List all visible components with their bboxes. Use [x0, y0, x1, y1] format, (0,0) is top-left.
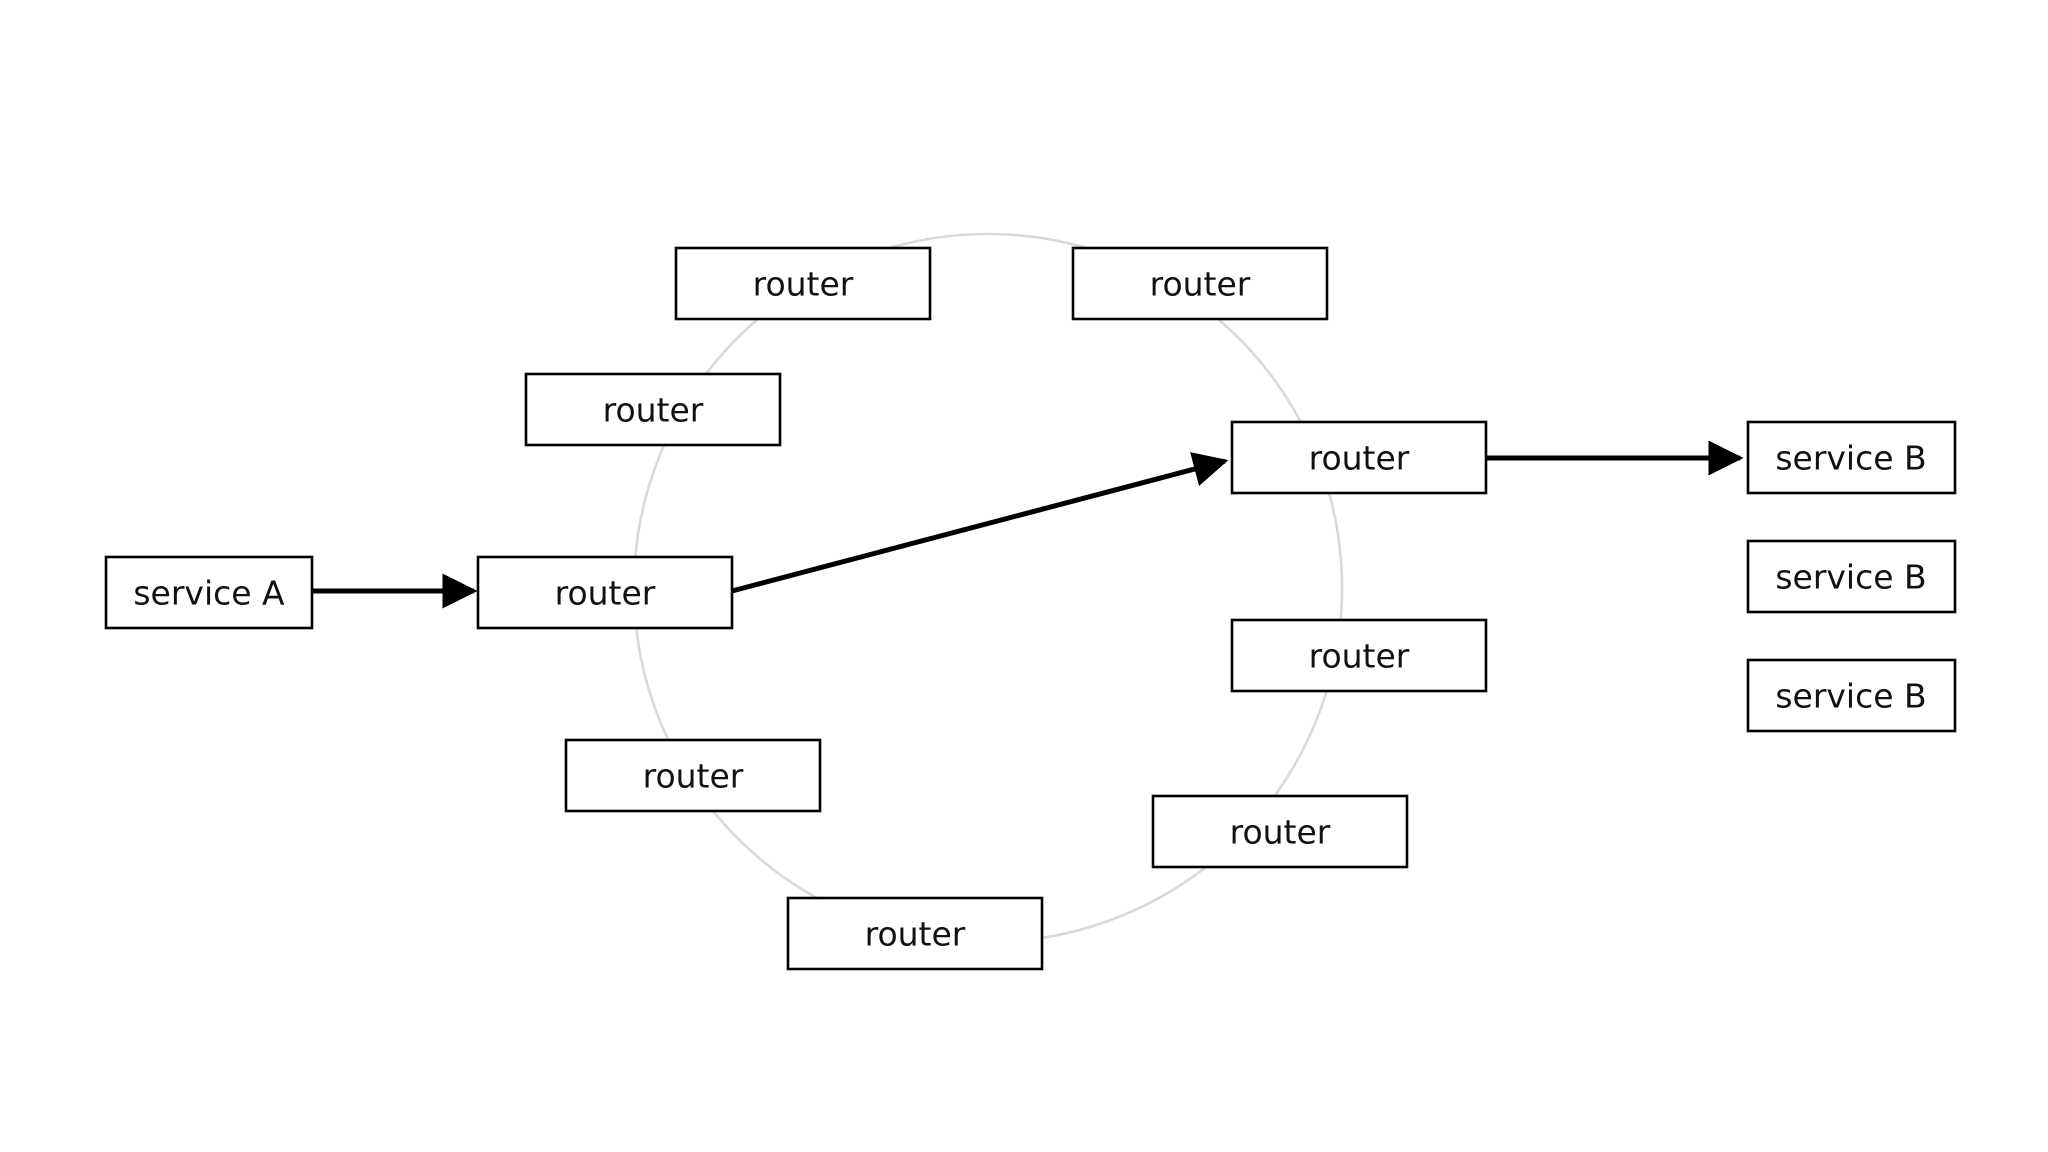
node-label: router	[643, 757, 744, 796]
node-label: router	[1309, 637, 1410, 676]
node-router-top-right: router	[1071, 246, 1329, 321]
node-router-mid-right: router	[1230, 618, 1488, 693]
node-router-exit: router	[1230, 420, 1488, 495]
node-router-top-left: router	[674, 246, 932, 321]
node-label: service B	[1775, 558, 1926, 597]
node-router-lower-left: router	[564, 738, 822, 813]
node-label: router	[1150, 265, 1251, 304]
node-router-entry: router	[476, 555, 734, 630]
node-service-b-3: service B	[1746, 658, 1957, 733]
nodes-layer: service A router router router router ro…	[104, 246, 1957, 971]
node-label: router	[555, 574, 656, 613]
node-label: router	[1309, 439, 1410, 478]
node-router-lower-right: router	[1151, 794, 1409, 869]
node-service-b-2: service B	[1746, 539, 1957, 614]
node-service-a: service A	[104, 555, 314, 630]
edges-layer	[312, 440, 1744, 609]
node-service-b-1: service B	[1746, 420, 1957, 495]
node-router-bottom: router	[786, 896, 1044, 971]
node-label: router	[753, 265, 854, 304]
edge-router-to-router	[731, 452, 1229, 594]
node-label: service A	[133, 574, 285, 613]
node-label: service B	[1775, 677, 1926, 716]
node-label: router	[603, 391, 704, 430]
node-label: service B	[1775, 439, 1926, 478]
node-label: router	[1230, 813, 1331, 852]
node-router-upper-left: router	[524, 372, 782, 447]
node-label: router	[865, 915, 966, 954]
